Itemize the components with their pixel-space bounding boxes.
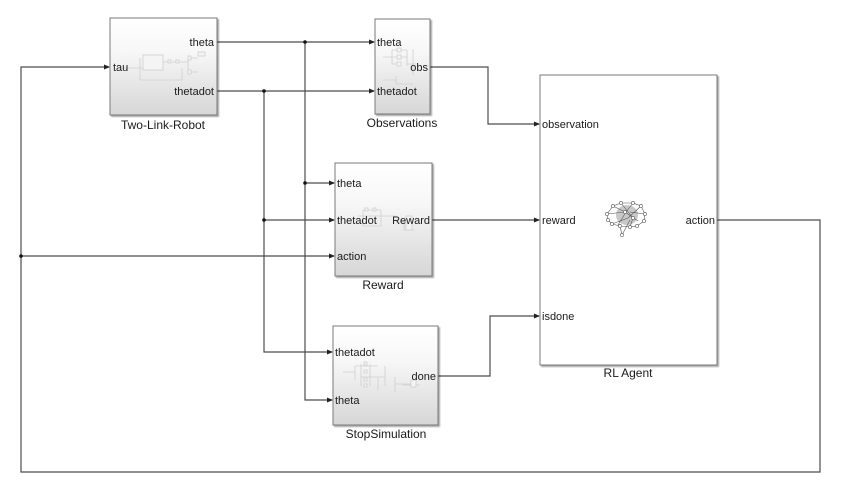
block-reward[interactable]: theta thetadot action Reward Reward <box>334 162 433 292</box>
port-theta-out: theta <box>190 37 215 49</box>
neural-network-brain-icon <box>605 201 647 237</box>
port-action-in: action <box>337 251 366 263</box>
wire-thetadot-branch[interactable] <box>263 91 333 355</box>
block-observations[interactable]: theta thetadot obs Observations <box>367 18 438 130</box>
port-thetadot-in: thetadot <box>337 215 377 227</box>
block-name-two-link-robot[interactable]: Two-Link-Robot <box>121 118 206 132</box>
wire-action-feedback[interactable] <box>20 64 821 473</box>
port-tau: tau <box>113 62 128 74</box>
subsystem-icon <box>383 47 416 85</box>
wire-theta-branch[interactable] <box>304 42 333 403</box>
port-thetadot-in: thetadot <box>377 86 417 98</box>
port-obs-out: obs <box>410 62 428 74</box>
port-reward-out: Reward <box>392 215 430 227</box>
port-done-out: done <box>412 371 436 383</box>
block-two-link-robot[interactable]: tau theta thetadot Two-Link-Robot <box>109 17 218 132</box>
port-thetadot-out: thetadot <box>174 86 214 98</box>
branch-point-action <box>19 254 23 258</box>
port-theta-in: theta <box>335 395 360 407</box>
signal-lines <box>19 39 821 473</box>
wire-done-to-isdone[interactable] <box>438 313 540 377</box>
port-theta-in: theta <box>377 37 402 49</box>
subsystem-icon <box>343 361 420 392</box>
branch-point-theta <box>303 40 307 44</box>
port-isdone-in: isdone <box>542 311 574 323</box>
block-name-reward[interactable]: Reward <box>362 278 403 292</box>
block-name-stop-simulation[interactable]: StopSimulation <box>346 427 427 441</box>
block-name-observations[interactable]: Observations <box>367 116 438 130</box>
branch-point-thetadot-reward <box>262 218 266 222</box>
subsystem-icon <box>358 207 414 231</box>
port-reward-in: reward <box>542 215 576 227</box>
port-observation-in: observation <box>542 119 599 131</box>
wire-obs-to-observation[interactable] <box>430 66 540 127</box>
block-name-rl-agent[interactable]: RL Agent <box>604 366 654 380</box>
branch-point-theta-reward <box>303 181 307 185</box>
port-thetadot-in: thetadot <box>335 347 375 359</box>
subsystem-icon <box>123 51 206 81</box>
block-rl-agent[interactable]: observation reward isdone action RL Agen… <box>539 74 718 380</box>
block-stop-simulation[interactable]: thetadot theta done StopSimulation <box>332 325 439 441</box>
branch-point-thetadot <box>262 89 266 93</box>
port-theta-in: theta <box>337 178 362 190</box>
port-action-out: action <box>686 215 715 227</box>
